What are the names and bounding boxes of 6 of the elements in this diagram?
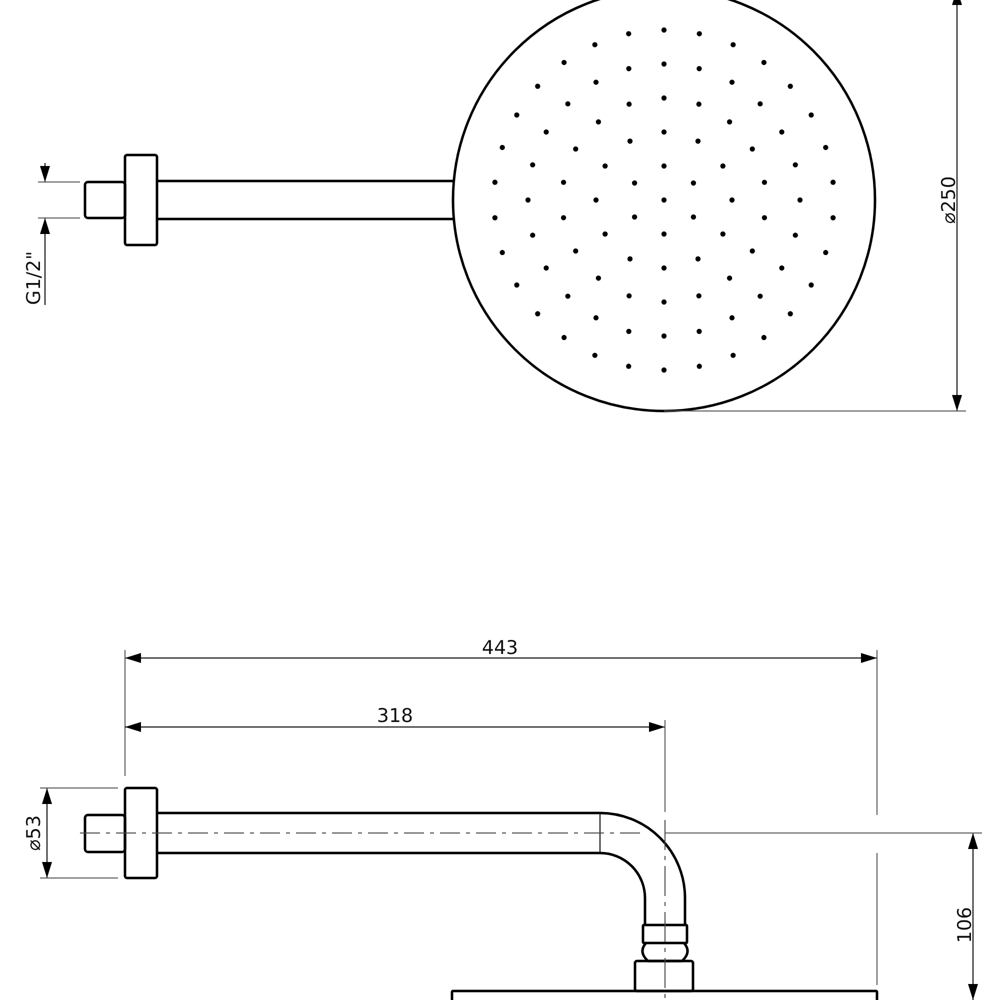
dimension-label: G1/2" (23, 250, 45, 306)
dimension-label: ⌀250 (938, 176, 960, 224)
dimension-label: ⌀53 (23, 815, 45, 851)
dimension-label: 106 (954, 906, 976, 944)
dimension-label: 318 (376, 705, 414, 727)
dimension-label: 443 (482, 637, 518, 659)
